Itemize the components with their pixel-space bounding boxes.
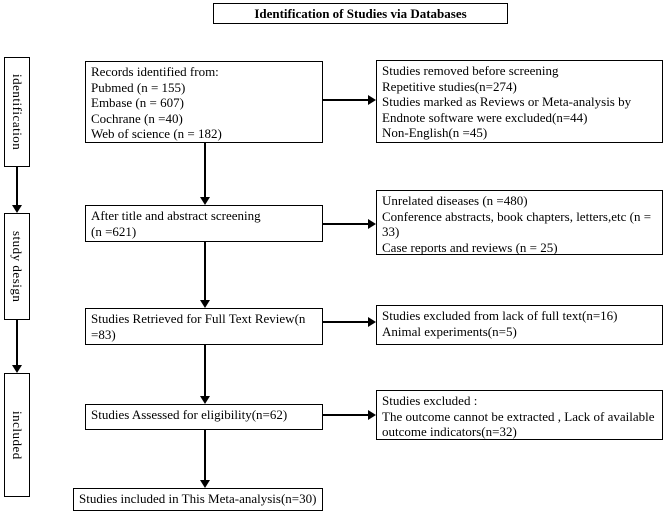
arrow-screening-to-fulltext-icon (200, 242, 210, 308)
stage-label-included: included (4, 373, 30, 497)
arrow-identification-to-study-design-icon (12, 167, 22, 213)
flow-box-title-abstract-screening: After title and abstract screening (n =6… (85, 205, 323, 242)
diagram-title: Identification of Studies via Databases (213, 3, 508, 24)
flow-box-assessed-eligibility: Studies Assessed for eligibility(n=62) (85, 404, 323, 430)
flow-box-records-identified: Records identified from: Pubmed (n = 155… (85, 61, 323, 143)
exclusion-box-eligibility: Studies excluded : The outcome cannot be… (376, 390, 663, 440)
stage-label-identification: identification (4, 57, 30, 167)
stage-label-study-design: study design (4, 213, 30, 320)
exclusion-box-full-text: Studies excluded from lack of full text(… (376, 305, 663, 345)
exclusion-box-removed-before-screening: Studies removed before screening Repetit… (376, 60, 663, 143)
arrow-records-to-screening-icon (200, 143, 210, 205)
arrow-fulltext-to-eligibility-icon (200, 345, 210, 404)
arrow-study-design-to-included-icon (12, 320, 22, 373)
exclusion-box-after-screening: Unrelated diseases (n =480) Conference a… (376, 190, 663, 255)
arrow-screening-to-excluded-icon (323, 219, 376, 229)
flow-box-full-text-review: Studies Retrieved for Full Text Review(n… (85, 308, 323, 345)
arrow-eligibility-to-included-icon (200, 430, 210, 488)
arrow-records-to-removed-icon (323, 95, 376, 105)
flow-box-included-meta-analysis: Studies included in This Meta-analysis(n… (73, 488, 323, 511)
arrow-eligibility-to-excluded-icon (323, 410, 376, 420)
arrow-fulltext-to-excluded-icon (323, 317, 376, 327)
